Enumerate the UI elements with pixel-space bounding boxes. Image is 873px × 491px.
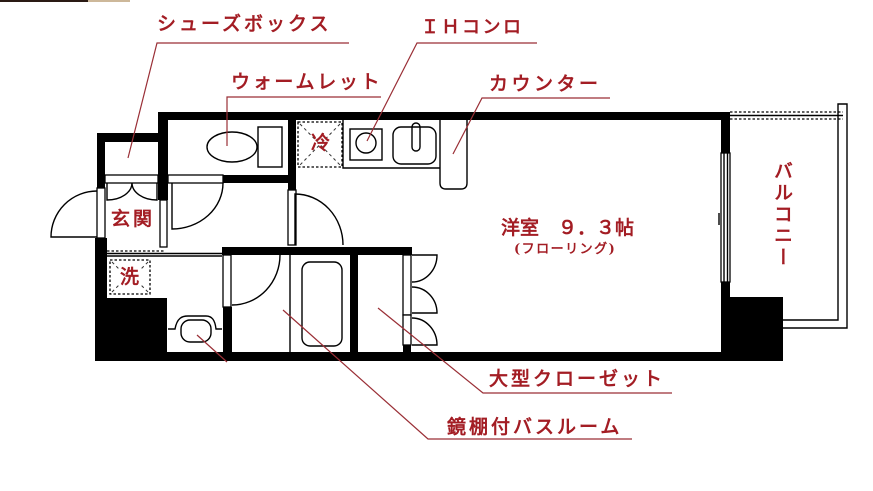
kitchen bbox=[297, 120, 468, 190]
entrance-door-swing bbox=[50, 190, 98, 238]
washer-space bbox=[109, 259, 151, 295]
washer-diagonal-3 bbox=[111, 283, 121, 293]
leader-lines bbox=[127, 42, 672, 440]
toilet-tank bbox=[257, 126, 283, 168]
shoe-box-shelf bbox=[104, 174, 159, 184]
leader-washbasin bbox=[196, 334, 228, 363]
leader-bathroom bbox=[282, 309, 632, 440]
left-wall-upper bbox=[97, 133, 105, 188]
ih-stove bbox=[349, 128, 383, 161]
closet-door-swing-2 bbox=[411, 286, 438, 314]
scan-edge-artifact bbox=[0, 0, 88, 2]
balcony-area bbox=[718, 103, 848, 329]
warmlet-toilet bbox=[206, 126, 283, 168]
label-shoe-box: シューズボックス bbox=[157, 13, 332, 35]
top-wall bbox=[160, 112, 730, 120]
bottom-wall bbox=[95, 352, 783, 361]
faucet-icon bbox=[411, 122, 421, 152]
bath-door-swing bbox=[231, 254, 281, 306]
corner-column-block bbox=[721, 297, 783, 361]
closet-door-frame-2 bbox=[402, 314, 412, 346]
leader-ih-stove bbox=[366, 42, 537, 142]
leader-shoe-box bbox=[127, 42, 349, 159]
ih-burner-icon bbox=[355, 132, 377, 154]
shoe-box bbox=[104, 174, 159, 201]
label-entrance: 玄関 bbox=[111, 208, 156, 230]
closet-door-swing-3 bbox=[411, 317, 438, 346]
right-wall-lower bbox=[721, 282, 730, 298]
shoe-box-door-right bbox=[131, 182, 158, 201]
toilet-bowl bbox=[206, 131, 258, 163]
scan-edge-artifact-light bbox=[88, 0, 130, 2]
washer-diagonal-2 bbox=[139, 261, 149, 271]
balcony-railing bbox=[783, 103, 848, 329]
label-warmlet: ウォームレット bbox=[231, 71, 383, 93]
walls bbox=[95, 112, 783, 361]
label-bathroom: 鏡棚付バスルーム bbox=[447, 416, 623, 438]
bath-closet-wall bbox=[350, 255, 358, 352]
label-closet: 大型クローゼット bbox=[489, 368, 666, 390]
label-western-room: 洋室 ９．３帖 bbox=[501, 217, 635, 239]
toilet-left-wall bbox=[158, 112, 168, 200]
kitchen-counter-outline bbox=[342, 120, 440, 169]
washbasin-counter bbox=[168, 315, 222, 330]
shoebox-top-wall bbox=[97, 133, 168, 142]
washbasin-bowl bbox=[180, 319, 212, 343]
leader-warmlet bbox=[226, 96, 381, 146]
washer-diagonal-4 bbox=[139, 283, 149, 293]
label-flooring: (フローリング) bbox=[514, 242, 617, 257]
toilet-door-swing bbox=[171, 182, 224, 230]
label-counter: カウンター bbox=[489, 73, 602, 95]
door-frames bbox=[96, 174, 412, 346]
label-balcony: バルコニー bbox=[771, 161, 793, 269]
pipe-space-block bbox=[95, 298, 167, 352]
entrance-side-frame bbox=[159, 199, 168, 248]
fridge-space bbox=[297, 121, 343, 168]
shoe-box-door-left bbox=[106, 182, 133, 201]
toilet-right-wall bbox=[288, 112, 296, 190]
corridor-bottom-wall bbox=[222, 247, 412, 255]
bathroom bbox=[289, 255, 343, 352]
balcony-window bbox=[720, 152, 731, 283]
label-washer: 洗 bbox=[120, 266, 140, 288]
leader-counter bbox=[452, 97, 610, 155]
label-ih-stove: ＩＨコンロ bbox=[421, 17, 524, 38]
room-door-swing bbox=[294, 193, 344, 246]
bathtub bbox=[301, 261, 343, 347]
closet-door-swing-1 bbox=[411, 254, 438, 283]
toilet-bottom-wall bbox=[223, 175, 296, 183]
leader-closet bbox=[377, 307, 672, 394]
label-fridge: 冷 bbox=[311, 132, 331, 154]
closet-right-wall-stub bbox=[403, 345, 411, 352]
kitchen-sink bbox=[392, 126, 437, 165]
right-wall-upper bbox=[721, 112, 730, 153]
washer-diagonal-1 bbox=[111, 261, 121, 271]
closet-door-frame-1 bbox=[402, 254, 412, 316]
toilet-door-frame bbox=[167, 174, 224, 184]
room-door-frame bbox=[287, 189, 297, 246]
washroom-bath-wall bbox=[223, 307, 232, 352]
counter bbox=[439, 120, 468, 190]
doors bbox=[50, 182, 438, 346]
entrance-door-frame bbox=[96, 187, 106, 239]
bath-door-frame bbox=[222, 254, 232, 308]
washroom bbox=[107, 250, 222, 343]
